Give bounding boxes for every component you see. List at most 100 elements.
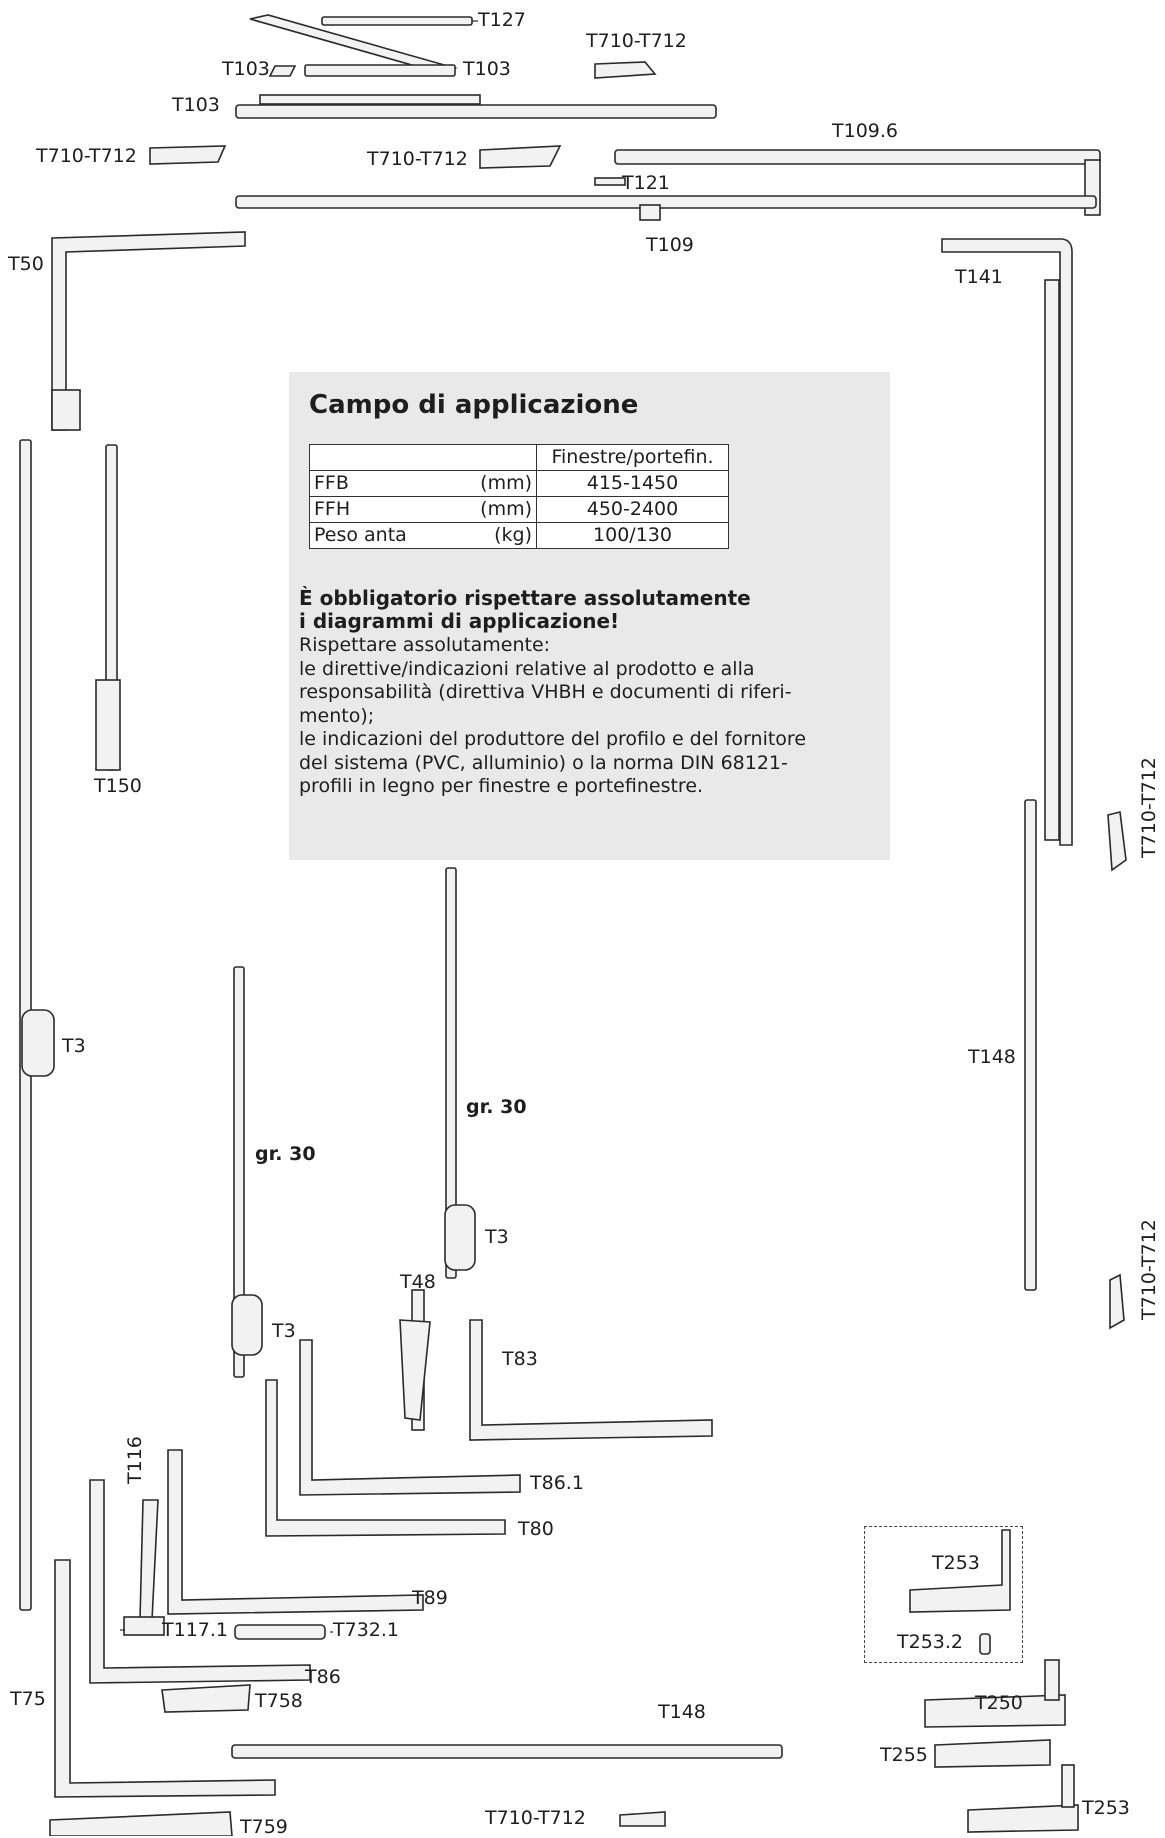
warning-text: È obbligatorio rispettare assolutamente … — [299, 587, 879, 633]
label-t75: T75 — [10, 1688, 46, 1710]
part-t758 — [161, 1684, 251, 1713]
part-t759 — [49, 1811, 233, 1836]
label-t127: T127 — [478, 9, 526, 31]
table-cell-value: 415-1450 — [536, 470, 729, 497]
part-t127 — [321, 16, 473, 26]
part-t50 — [51, 231, 246, 431]
table-header-cell: Finestre/portefin. — [536, 444, 729, 471]
part-t732-1 — [234, 1624, 326, 1640]
table-header-row: Finestre/portefin. — [309, 444, 729, 471]
part-t121 — [594, 177, 626, 186]
table-header-cell — [309, 444, 468, 471]
part-t710-left — [149, 145, 227, 165]
label-t148-right: T148 — [968, 1046, 1016, 1068]
label-t710-mid: T710-T712 — [367, 148, 468, 170]
label-t103-a: T103 — [222, 58, 270, 80]
table-cell-unit: (mm) — [468, 496, 537, 523]
part-t710-top — [594, 61, 657, 79]
label-t253-2: T253.2 — [897, 1631, 963, 1653]
table-cell-name: FFB — [309, 470, 468, 497]
label-t116: T116 — [124, 1436, 146, 1484]
table-row: FFB (mm) 415-1450 — [309, 470, 729, 497]
table-cell-unit: (mm) — [468, 470, 537, 497]
label-t141: T141 — [955, 266, 1003, 288]
part-t710-right-upper — [1107, 811, 1127, 872]
table-header-cell — [468, 444, 537, 471]
part-strip-left — [233, 966, 245, 1378]
label-t86: T86 — [305, 1666, 341, 1688]
label-t148-bottom: T148 — [658, 1701, 706, 1723]
label-t103-b: T103 — [463, 58, 511, 80]
instruction-line: mento); — [299, 704, 375, 727]
label-t80: T80 — [518, 1518, 554, 1540]
label-t121: T121 — [622, 172, 670, 194]
part-t141 — [941, 238, 1073, 846]
label-t50: T50 — [8, 253, 44, 275]
application-field-panel: Campo di applicazione Finestre/portefin.… — [289, 372, 890, 860]
label-gr30-left: gr. 30 — [255, 1143, 316, 1165]
label-t103-c: T103 — [172, 94, 220, 116]
label-t3-mid: T3 — [485, 1226, 509, 1248]
label-t89: T89 — [412, 1587, 448, 1609]
part-t3-center-body — [231, 1294, 263, 1356]
part-t710-right-lower — [1109, 1273, 1125, 1330]
t253-dashed-box — [864, 1526, 1023, 1663]
warning-line: È obbligatorio rispettare assolutamente — [299, 586, 751, 610]
label-gr30-right: gr. 30 — [466, 1096, 527, 1118]
part-t103-small — [268, 65, 297, 77]
part-t116 — [139, 1499, 159, 1621]
part-t253-2 — [979, 1633, 991, 1655]
table-row: Peso anta (kg) 100/130 — [309, 522, 729, 549]
part-t109-6 — [614, 149, 1101, 165]
table-cell-value: 100/130 — [536, 522, 729, 549]
label-t117-1: T117.1 — [162, 1619, 228, 1641]
label-t83: T83 — [502, 1348, 538, 1370]
part-t103-long — [235, 104, 717, 119]
part-t710-bottom — [619, 1811, 666, 1827]
label-t732-1: T732.1 — [333, 1619, 399, 1641]
panel-title: Campo di applicazione — [309, 390, 639, 420]
label-t710-bottom: T710-T712 — [485, 1807, 586, 1829]
part-t255 — [934, 1739, 1051, 1768]
part-t83 — [469, 1319, 713, 1441]
part-strip-right — [445, 867, 457, 1279]
instructions-text: Rispettare assolutamente: le direttive/i… — [299, 634, 879, 799]
label-t48: T48 — [400, 1271, 436, 1293]
part-t89 — [167, 1449, 424, 1615]
label-t109-6: T109.6 — [832, 120, 898, 142]
label-t86-1: T86.1 — [530, 1472, 584, 1494]
table-cell-unit: (kg) — [468, 522, 537, 549]
instruction-line: le indicazioni del produttore del profil… — [299, 728, 807, 750]
part-t3-left — [21, 1009, 55, 1077]
label-t710-left: T710-T712 — [36, 145, 137, 167]
part-t75 — [54, 1559, 276, 1798]
label-t150: T150 — [94, 775, 142, 797]
part-t710-mid — [479, 145, 562, 169]
part-t86-1 — [299, 1339, 521, 1496]
label-t253-bottom: T253 — [1082, 1797, 1130, 1819]
label-t758: T758 — [255, 1690, 303, 1712]
part-t103-bar — [304, 64, 456, 77]
part-t148-right — [1024, 799, 1037, 1291]
label-t3-left: T3 — [62, 1035, 86, 1057]
part-t117-1 — [123, 1616, 165, 1636]
table-cell-value: 450-2400 — [536, 496, 729, 523]
instruction-line: del sistema (PVC, alluminio) o la norma … — [299, 751, 788, 774]
label-t255: T255 — [880, 1744, 928, 1766]
part-t148-bottom — [231, 1744, 783, 1759]
label-t3-center: T3 — [272, 1320, 296, 1342]
part-t250 — [924, 1694, 1066, 1728]
label-t109: T109 — [646, 234, 694, 256]
label-t710-right-upper: T710-T712 — [1138, 757, 1160, 858]
label-t253-box: T253 — [932, 1552, 980, 1574]
table-cell-name: Peso anta — [309, 522, 468, 549]
label-t710-top: T710-T712 — [586, 30, 687, 52]
instruction-line: responsabilità (direttiva VHBH e documen… — [299, 681, 792, 703]
part-t80 — [265, 1379, 506, 1537]
label-t759: T759 — [240, 1816, 288, 1838]
part-t109 — [235, 195, 1097, 209]
warning-line: i diagrammi di applicazione! — [299, 609, 620, 633]
table-row: FFH (mm) 450-2400 — [309, 496, 729, 523]
table-cell-name: FFH — [309, 496, 468, 523]
